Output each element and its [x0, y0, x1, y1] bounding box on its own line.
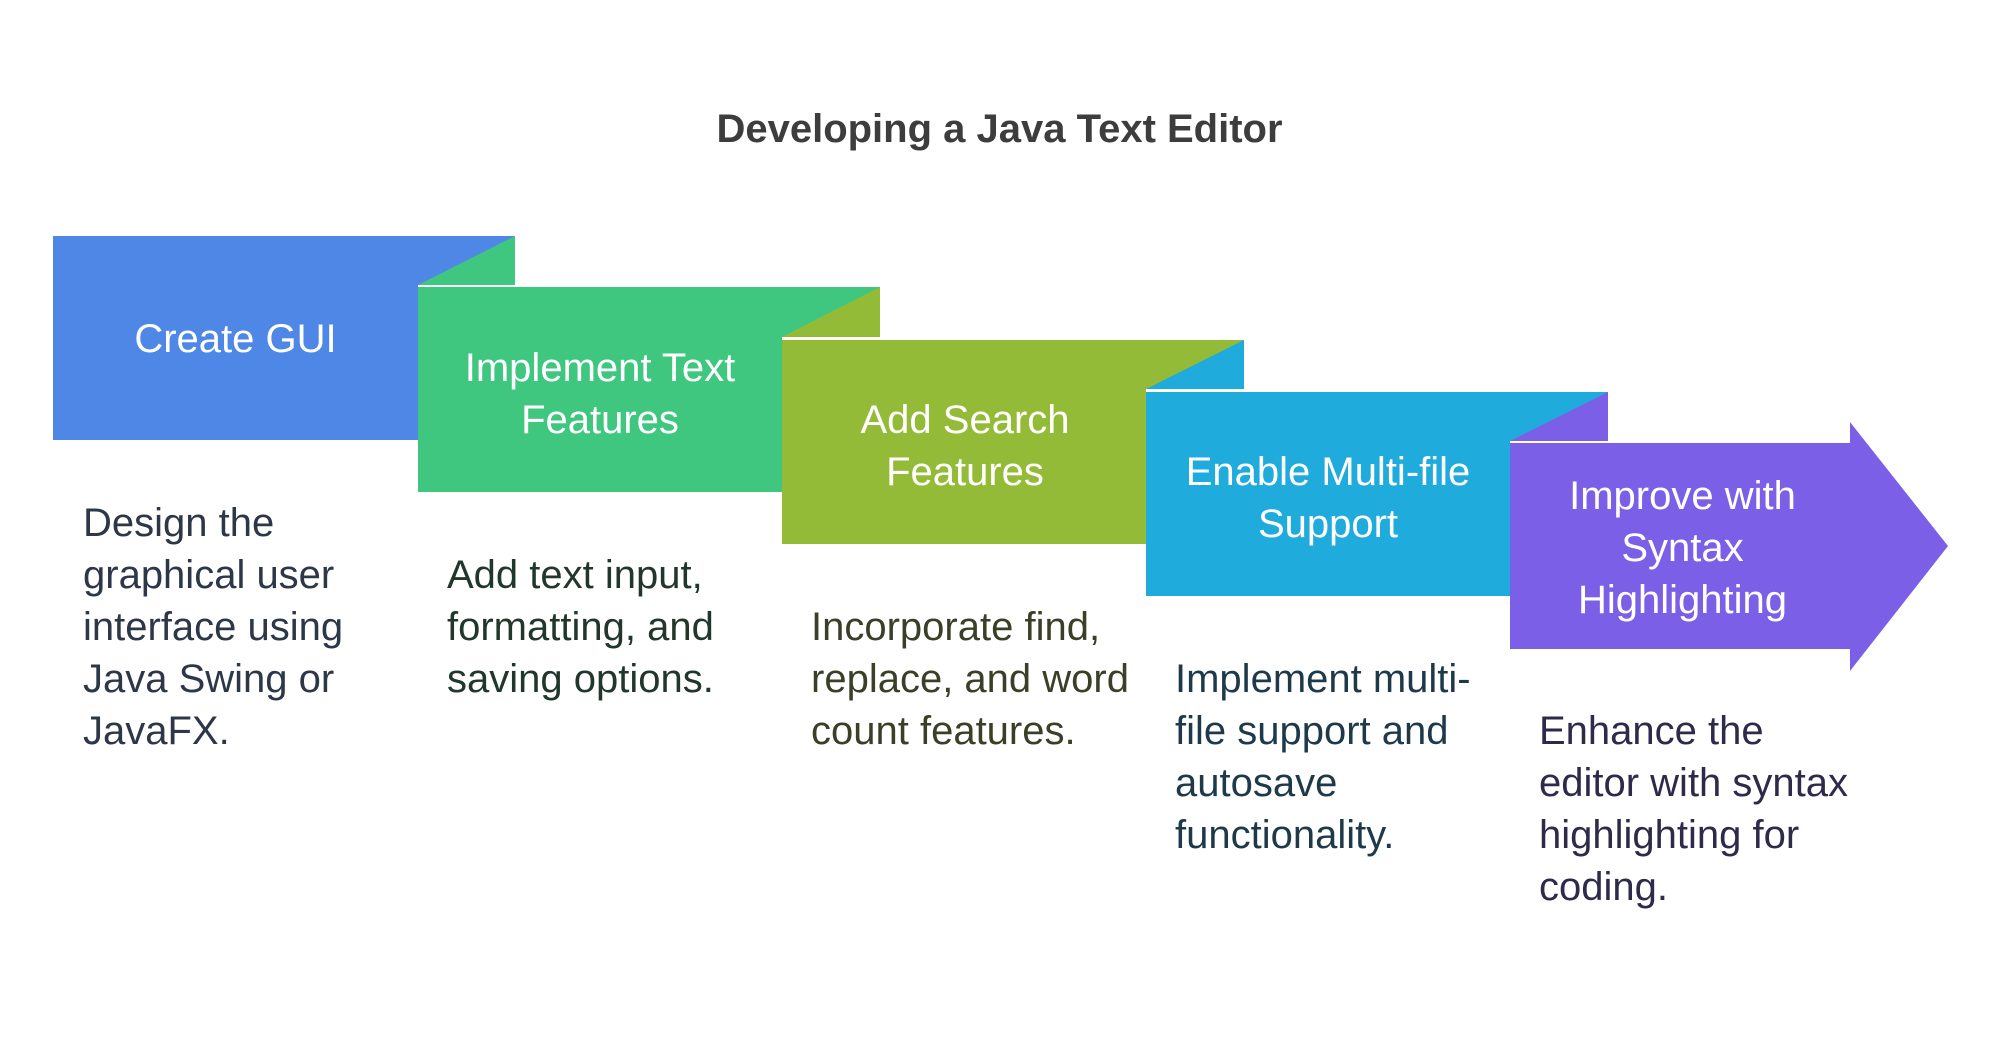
step-2-fold — [782, 287, 880, 337]
step-4-fold — [1510, 392, 1608, 441]
step-4-block — [1146, 392, 1608, 596]
step-3-block — [782, 340, 1244, 544]
step-2-label: Implement Text Features — [464, 346, 736, 442]
step-5-description: Enhance the editor with syntax highlight… — [1539, 709, 1849, 909]
step-3-label: Add Search Features — [860, 398, 1070, 494]
diagram-title: Developing a Java Text Editor — [716, 107, 1283, 151]
step-3-description: Incorporate find, replace, and word coun… — [811, 605, 1129, 753]
step-1-description: Design the graphical user interface usin… — [83, 501, 344, 753]
step-1-fold — [418, 236, 515, 285]
step-1-label: Create GUI — [134, 317, 337, 361]
step-3-fold — [1146, 340, 1244, 389]
step-5-arrow — [1510, 422, 1948, 671]
step-2-block — [418, 287, 880, 492]
step-4-description: Implement multi-file support and autosav… — [1175, 657, 1471, 857]
step-5-label: Improve with Syntax Highlighting — [1569, 474, 1796, 622]
step-1-block — [53, 236, 515, 440]
step-2-description: Add text input, formatting, and saving o… — [447, 553, 714, 701]
step-4-label: Enable Multi-file Support — [1185, 450, 1471, 546]
